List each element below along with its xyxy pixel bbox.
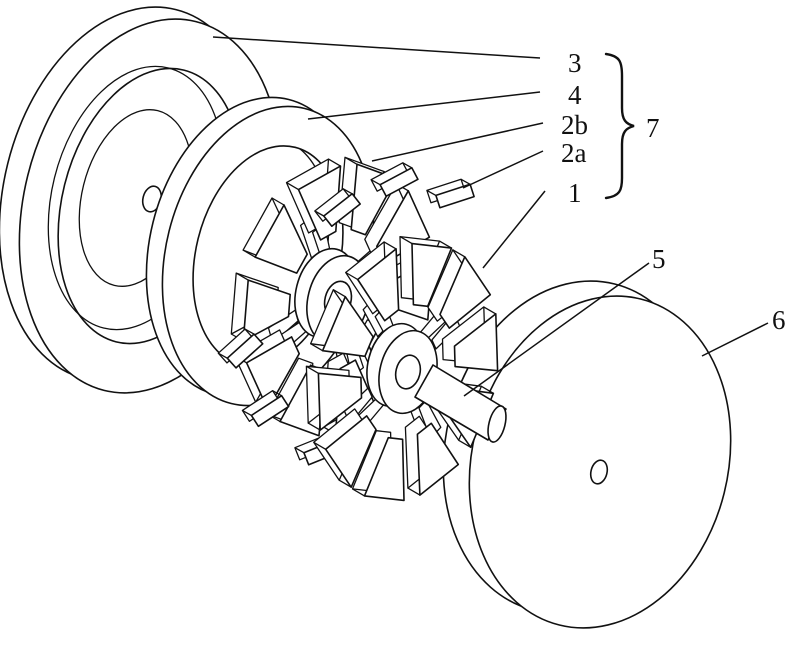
spacer-bar-edge <box>242 409 252 416</box>
spacer-bar-edge <box>426 189 437 196</box>
rotor-tooth-edge <box>352 488 365 497</box>
rotor-tooth-edge <box>271 197 285 206</box>
leader-3 <box>212 36 541 59</box>
spacer-bar <box>226 333 264 369</box>
leader-1 <box>482 190 546 269</box>
rotor-tooth-edge <box>407 487 421 496</box>
rotor-tooth-edge <box>286 182 299 191</box>
rotor-tooth-edge <box>481 385 494 394</box>
spacer-bar-edge <box>342 188 353 195</box>
leader-4 <box>307 91 541 120</box>
rotor-tooth <box>411 242 453 308</box>
rotor-tooth <box>317 372 363 431</box>
spacer-bar-edge <box>244 328 255 335</box>
rotor-tooth-edge <box>344 156 358 165</box>
rotor-tooth <box>321 295 374 358</box>
rotor-tooth-edge <box>452 249 466 258</box>
spacer-bar <box>323 193 361 227</box>
rotor-tooth-edge <box>345 271 359 281</box>
shaft-part5 <box>414 364 507 443</box>
rotor-tooth-edge <box>328 158 341 167</box>
shaft-end-face <box>487 405 507 443</box>
callout-3: 3 <box>568 48 582 78</box>
leader-2b <box>371 122 544 162</box>
callout-5: 5 <box>652 244 666 274</box>
spacer-bar-edge <box>314 210 325 217</box>
rotor-tooth <box>356 248 400 322</box>
spacer-bar-edge <box>272 390 282 397</box>
rotor-tooth-edge <box>235 272 249 281</box>
brace-7 <box>604 52 635 200</box>
callout-7: 7 <box>646 113 660 143</box>
rotor-tooth-edge <box>332 289 346 298</box>
spacer-bar-edge <box>460 178 471 185</box>
rotor-tooth <box>324 415 377 488</box>
leader-2a <box>462 150 544 189</box>
rotor-tooth <box>439 256 492 329</box>
rotor-tooth <box>363 436 405 502</box>
rotor-tooth <box>245 336 300 410</box>
rotor-tooth-edge <box>338 479 352 488</box>
leader-lines <box>212 36 769 397</box>
rotor-tooth-edge <box>310 343 323 352</box>
spacer-bar <box>250 394 290 428</box>
rotor-tooth <box>254 204 308 274</box>
leader-5 <box>463 262 650 397</box>
rotor-tooth-edge <box>399 236 413 245</box>
rotor-tooth <box>416 422 460 496</box>
callout-6: 6 <box>772 305 786 335</box>
callout-4: 4 <box>568 80 582 110</box>
leader-6 <box>701 322 769 357</box>
callout-labels: 3 4 2b 2a 1 7 5 6 <box>561 48 786 335</box>
disc6-center-hole <box>589 459 609 485</box>
rotor-tooth-edge <box>483 306 497 315</box>
spacer-bar-edge <box>217 352 228 359</box>
rotor-tooth-edge <box>242 249 256 258</box>
spacer-bar-edge <box>402 162 413 169</box>
spacer-bar <box>379 167 419 197</box>
rotor-tooth-edge <box>306 365 319 374</box>
rotor-tooth-edge <box>439 240 452 249</box>
spacer-bar-edge <box>294 447 305 454</box>
rotor-tooth-edge <box>307 422 321 431</box>
rotor-tooth-edge <box>313 441 327 450</box>
spacer-bar <box>435 183 475 209</box>
callout-2b: 2b <box>561 110 588 140</box>
rotor-tooth <box>453 313 499 372</box>
rotor-part1 <box>305 235 499 502</box>
rotor-tooth <box>242 279 291 342</box>
rotor-tooth-edge <box>383 241 397 250</box>
rotor-tooth-edge <box>458 439 472 448</box>
rotor-hub-bore <box>394 354 422 390</box>
callout-1: 1 <box>568 178 582 208</box>
callout-2a: 2a <box>561 138 587 168</box>
spacer-bar-edge <box>370 179 381 186</box>
shaft-body <box>414 364 507 441</box>
